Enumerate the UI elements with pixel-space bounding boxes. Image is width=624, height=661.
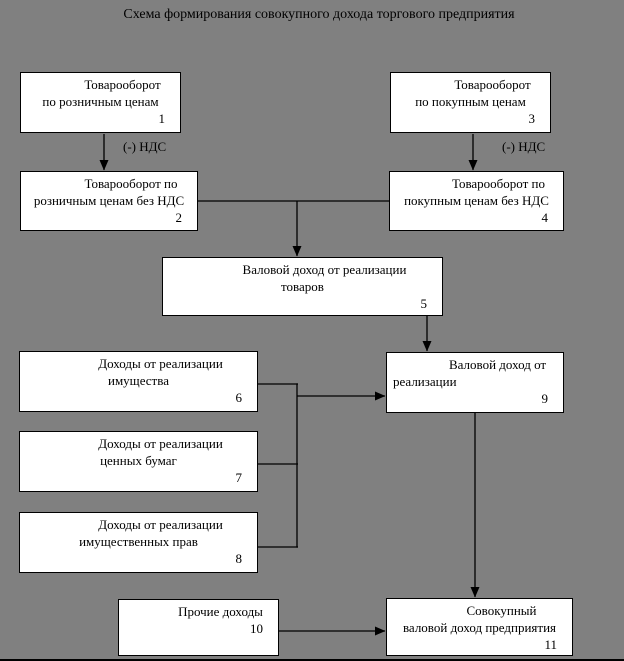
vat-label-right: (-) НДС [502, 139, 546, 154]
diagram-title: Схема формирования совокупного дохода то… [123, 7, 515, 22]
box-label: Доходы от реализации имущества [98, 356, 223, 388]
box-gross-income-goods: Валовой доход от реализации товаров 5 [162, 257, 443, 316]
box-turnover-purchase-prices: Товарооборот по покупным ценам 3 [390, 72, 551, 133]
box-turnover-retail-no-vat: Товарооборот по розничным ценам без НДС … [20, 171, 198, 231]
box-number: 8 [235, 551, 243, 566]
box-label: Совокупный валовой доход предприятия [402, 603, 557, 635]
box-other-income: Прочие доходы 10 [118, 599, 279, 656]
box-number: 1 [158, 111, 166, 126]
box-number: 2 [175, 210, 183, 225]
box-number: 10 [250, 621, 263, 636]
box-label: Товарооборот по розничным ценам без НДС [33, 176, 185, 208]
box-income-property: Доходы от реализации имущества 6 [19, 351, 258, 412]
box-turnover-retail-prices: Товарооборот по розничным ценам 1 [20, 72, 181, 133]
box-number: 11 [544, 637, 557, 652]
box-turnover-purchase-no-vat: Товарооборот по покупным ценам без НДС 4 [389, 171, 564, 231]
box-income-property-rights: Доходы от реализации имущественных прав … [19, 512, 258, 573]
vat-label-left: (-) НДС [123, 139, 167, 154]
box-income-securities: Доходы от реализации ценных бумаг 7 [19, 431, 258, 492]
box-number: 3 [528, 111, 536, 126]
box-number: 6 [235, 390, 243, 405]
box-label: Доходы от реализации ценных бумаг [98, 436, 223, 468]
box-label: Валовой доход от реализации товаров [242, 262, 407, 294]
box-label: Товарооборот по покупным ценам [415, 77, 531, 109]
box-label: Доходы от реализации имущественных прав [79, 517, 223, 549]
box-label: Товарооборот по розничным ценам [42, 77, 161, 109]
box-gross-income-sales: Валовой доход от реализации 9 [386, 352, 564, 413]
box-total-gross-income: Совокупный валовой доход предприятия 11 [386, 598, 573, 656]
box-label: Валовой доход от реализации [393, 357, 547, 389]
box-number: 5 [420, 296, 428, 311]
box-number: 9 [541, 391, 549, 406]
box-label: Прочие доходы [178, 604, 263, 619]
box-label: Товарооборот по покупным ценам без НДС [404, 176, 549, 208]
box-number: 4 [541, 210, 549, 225]
box-number: 7 [235, 470, 243, 485]
